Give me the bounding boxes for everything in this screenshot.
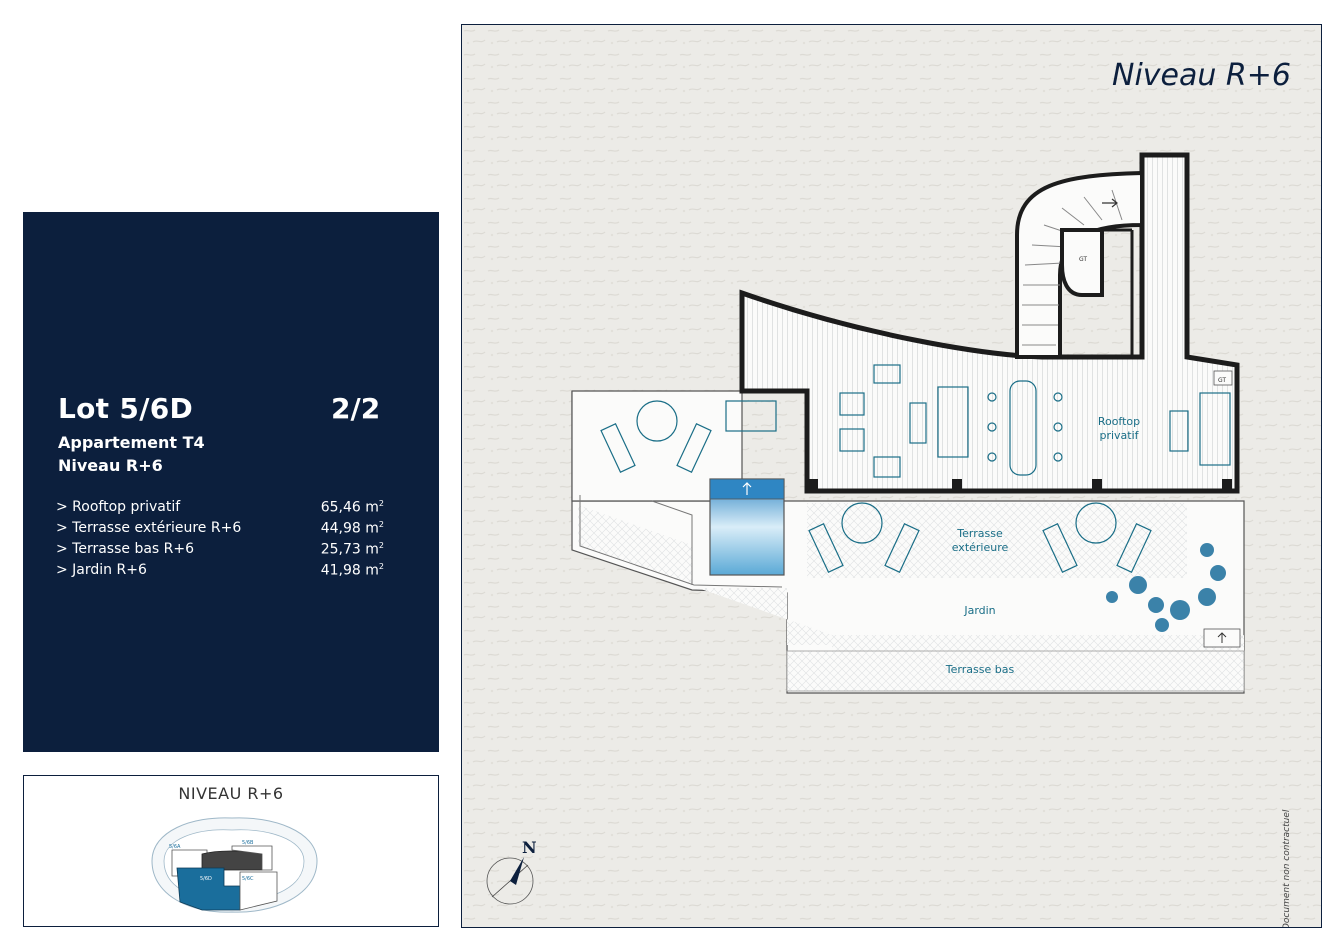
apartment-level: Niveau R+6 xyxy=(58,456,163,475)
key-plan-lot-label: 5/6B xyxy=(242,840,254,846)
key-plan-box: NIVEAU R+6 5/6A 5/6B 5/6D 5/6C xyxy=(23,775,439,927)
surface-row: > Rooftop privatif 65,46 m2 xyxy=(56,499,384,519)
room-label-terrasse: Terrasse xyxy=(956,527,1003,540)
north-label: N xyxy=(522,838,537,857)
key-plan-lot-label: 5/6C xyxy=(242,876,254,882)
surface-value: 65,46 m2 xyxy=(320,499,384,516)
surface-label: > Terrasse extérieure R+6 xyxy=(56,520,242,536)
room-label-terrasse: extérieure xyxy=(952,541,1009,554)
disclaimer: Document non contractuel xyxy=(1282,809,1292,928)
room-label-rooftop: Rooftop xyxy=(1098,415,1140,428)
surface-row: > Terrasse extérieure R+6 44,98 m2 xyxy=(56,520,384,540)
room-label-rooftop: privatif xyxy=(1099,429,1139,442)
floor-plan: Rooftop privatif Terrasse extérieure Jar… xyxy=(461,24,1322,928)
surface-row: > Terrasse bas R+6 25,73 m2 xyxy=(56,541,384,561)
surface-value: 25,73 m2 xyxy=(320,541,384,558)
surface-row: > Jardin R+6 41,98 m2 xyxy=(56,562,384,582)
key-plan-lot-label: 5/6D xyxy=(200,876,212,882)
plan-heading: Niveau R+6 xyxy=(1112,58,1291,93)
floor-plan-drawing: Rooftop privatif Terrasse extérieure Jar… xyxy=(462,25,1321,927)
lot-title: Lot 5/6D xyxy=(58,392,194,425)
key-plan-lot-label: 5/6A xyxy=(169,844,181,850)
lot-info-panel: Lot 5/6D 2/2 Appartement T4 Niveau R+6 >… xyxy=(23,212,439,752)
key-plan-map: 5/6A 5/6B 5/6D 5/6C xyxy=(151,817,318,913)
room-label-terrasse-bas: Terrasse bas xyxy=(945,663,1015,676)
surface-value: 41,98 m2 xyxy=(320,562,384,579)
room-label-jardin: Jardin xyxy=(963,604,995,617)
surface-label: > Rooftop privatif xyxy=(56,499,181,515)
north-arrow-icon: N xyxy=(486,838,537,905)
apartment-type-value: T4 xyxy=(182,433,205,452)
page-indicator: 2/2 xyxy=(331,392,381,425)
surface-label: > Terrasse bas R+6 xyxy=(56,541,195,557)
gt-label: GT xyxy=(1218,377,1226,384)
surface-label: > Jardin R+6 xyxy=(56,562,147,578)
apartment-type: Appartement T4 xyxy=(58,433,205,452)
surface-value: 44,98 m2 xyxy=(320,520,384,537)
key-plan-title: NIVEAU R+6 xyxy=(178,784,284,803)
apartment-type-prefix: Appartement xyxy=(58,433,183,452)
gt-label: GT xyxy=(1079,256,1087,263)
